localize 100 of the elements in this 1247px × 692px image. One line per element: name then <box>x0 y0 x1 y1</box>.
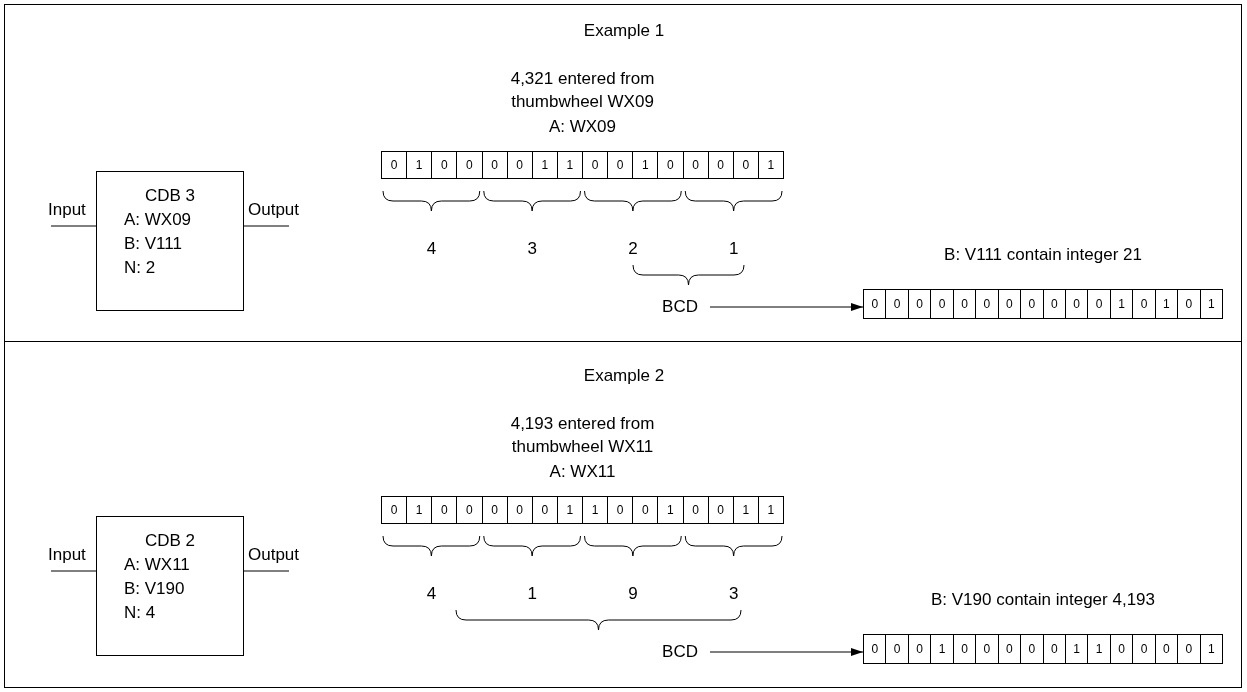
bit-cell: 0 <box>1177 290 1200 318</box>
bit-cell: 0 <box>506 497 532 523</box>
bit-cell: 1 <box>657 497 683 523</box>
nibble-digit: 3 <box>526 238 538 260</box>
bit-cell: 0 <box>481 152 507 178</box>
example-panel <box>4 341 1242 688</box>
bit-cell-text: 0 <box>870 641 880 658</box>
bit-cell: 0 <box>431 497 457 523</box>
edge-label: Input <box>48 544 86 566</box>
register-address: A: WX09 <box>547 116 618 138</box>
bit-cell: 0 <box>1132 635 1155 663</box>
register-caption: 4,321 entered from thumbwheel WX09 <box>509 68 656 113</box>
bit-cell: 0 <box>1064 290 1088 318</box>
bit-cell: 0 <box>1132 290 1155 318</box>
panel-title: Example 2 <box>582 365 666 387</box>
bit-cell: 0 <box>907 290 931 318</box>
bit-cell: 0 <box>952 635 976 663</box>
bit-cell: 1 <box>1064 635 1088 663</box>
bit-cell: 0 <box>481 497 507 523</box>
bit-cell: 0 <box>682 152 708 178</box>
bit-cell: 0 <box>607 152 633 178</box>
bit-cell: 1 <box>1199 290 1222 318</box>
bit-cell: 0 <box>707 497 733 523</box>
bit-cell: 1 <box>582 497 608 523</box>
bit-cell: 1 <box>556 152 582 178</box>
bit-cell: 0 <box>885 290 908 318</box>
bit-cell: 1 <box>406 152 432 178</box>
bit-cell: 0 <box>1042 290 1065 318</box>
bit-cell: 1 <box>1087 635 1110 663</box>
function-block <box>96 171 244 311</box>
bit-cell: 0 <box>582 152 608 178</box>
nibble-digit: 9 <box>627 583 639 605</box>
signal-line <box>50 570 97 572</box>
bit-cell: 0 <box>952 290 976 318</box>
bcd-label: BCD <box>650 640 710 664</box>
bit-cell: 0 <box>997 635 1021 663</box>
bit-cell: 0 <box>732 152 758 178</box>
bit-cell: 0 <box>431 152 457 178</box>
nibble-digit: 4 <box>425 238 438 260</box>
bit-cell: 0 <box>1109 635 1133 663</box>
bit-cell: 1 <box>531 152 557 178</box>
bit-cell: 0 <box>456 152 482 178</box>
block-title: CDB 3 <box>143 185 197 207</box>
bit-cell: 1 <box>1154 290 1178 318</box>
bit-cell-text: 0 <box>870 296 880 313</box>
bit-cell: 0 <box>997 290 1021 318</box>
register-row <box>863 289 1223 319</box>
register-address: A: WX11 <box>548 461 617 483</box>
bit-cell: 1 <box>732 497 758 523</box>
nibble-digit: 4 <box>425 583 438 605</box>
nibble-digit: 1 <box>526 583 538 605</box>
bit-cell: 0 <box>975 290 998 318</box>
bit-cell: 1 <box>757 152 783 178</box>
example-panel <box>4 4 1242 342</box>
bit-cell: 1 <box>632 152 658 178</box>
register-row <box>381 496 784 524</box>
bcd-label: BCD <box>650 295 710 319</box>
bit-cell: 0 <box>682 497 708 523</box>
bit-cell: 1 <box>1199 635 1222 663</box>
register-caption: 4,193 entered from thumbwheel WX11 <box>509 413 656 458</box>
register-caption: B: V111 contain integer 21 <box>943 244 1143 266</box>
edge-label: Input <box>48 199 86 221</box>
bit-cell: 0 <box>531 497 557 523</box>
block-parameter: N: 2 <box>123 257 157 279</box>
block-parameter: B: V111 <box>123 233 183 255</box>
bit-cell-text: 0 <box>389 502 399 519</box>
function-block <box>96 516 244 656</box>
block-parameter: A: WX09 <box>123 209 193 231</box>
signal-line <box>50 225 97 227</box>
signal-line <box>243 225 290 227</box>
bit-cell: 1 <box>757 497 783 523</box>
bit-cell: 0 <box>907 635 931 663</box>
bit-cell: 0 <box>1042 635 1065 663</box>
bit-cell: 1 <box>406 497 432 523</box>
register-caption: B: V190 contain integer 4,193 <box>930 589 1156 611</box>
bit-cell: 0 <box>975 635 998 663</box>
bit-cell: 0 <box>1177 635 1200 663</box>
bit-cell: 1 <box>556 497 582 523</box>
panel-title: Example 1 <box>582 20 666 42</box>
bit-cell: 0 <box>930 290 953 318</box>
bit-cell: 0 <box>456 497 482 523</box>
register-row <box>381 151 784 179</box>
bit-cell-text: 0 <box>389 157 399 174</box>
signal-line <box>243 570 290 572</box>
bit-cell: 0 <box>1154 635 1178 663</box>
nibble-digit: 3 <box>727 583 740 605</box>
bit-cell: 1 <box>930 635 953 663</box>
bit-cell: 0 <box>1020 290 1043 318</box>
nibble-digit: 2 <box>627 238 639 260</box>
nibble-digit: 1 <box>727 238 740 260</box>
register-row <box>863 634 1223 664</box>
block-parameter: N: 4 <box>123 602 157 624</box>
bit-cell: 0 <box>1087 290 1110 318</box>
bit-cell: 0 <box>632 497 658 523</box>
block-parameter: A: WX11 <box>123 554 191 576</box>
bit-cell: 0 <box>707 152 733 178</box>
bit-cell: 0 <box>506 152 532 178</box>
bit-cell: 0 <box>657 152 683 178</box>
block-title: CDB 2 <box>143 530 197 552</box>
edge-label: Output <box>248 199 300 221</box>
